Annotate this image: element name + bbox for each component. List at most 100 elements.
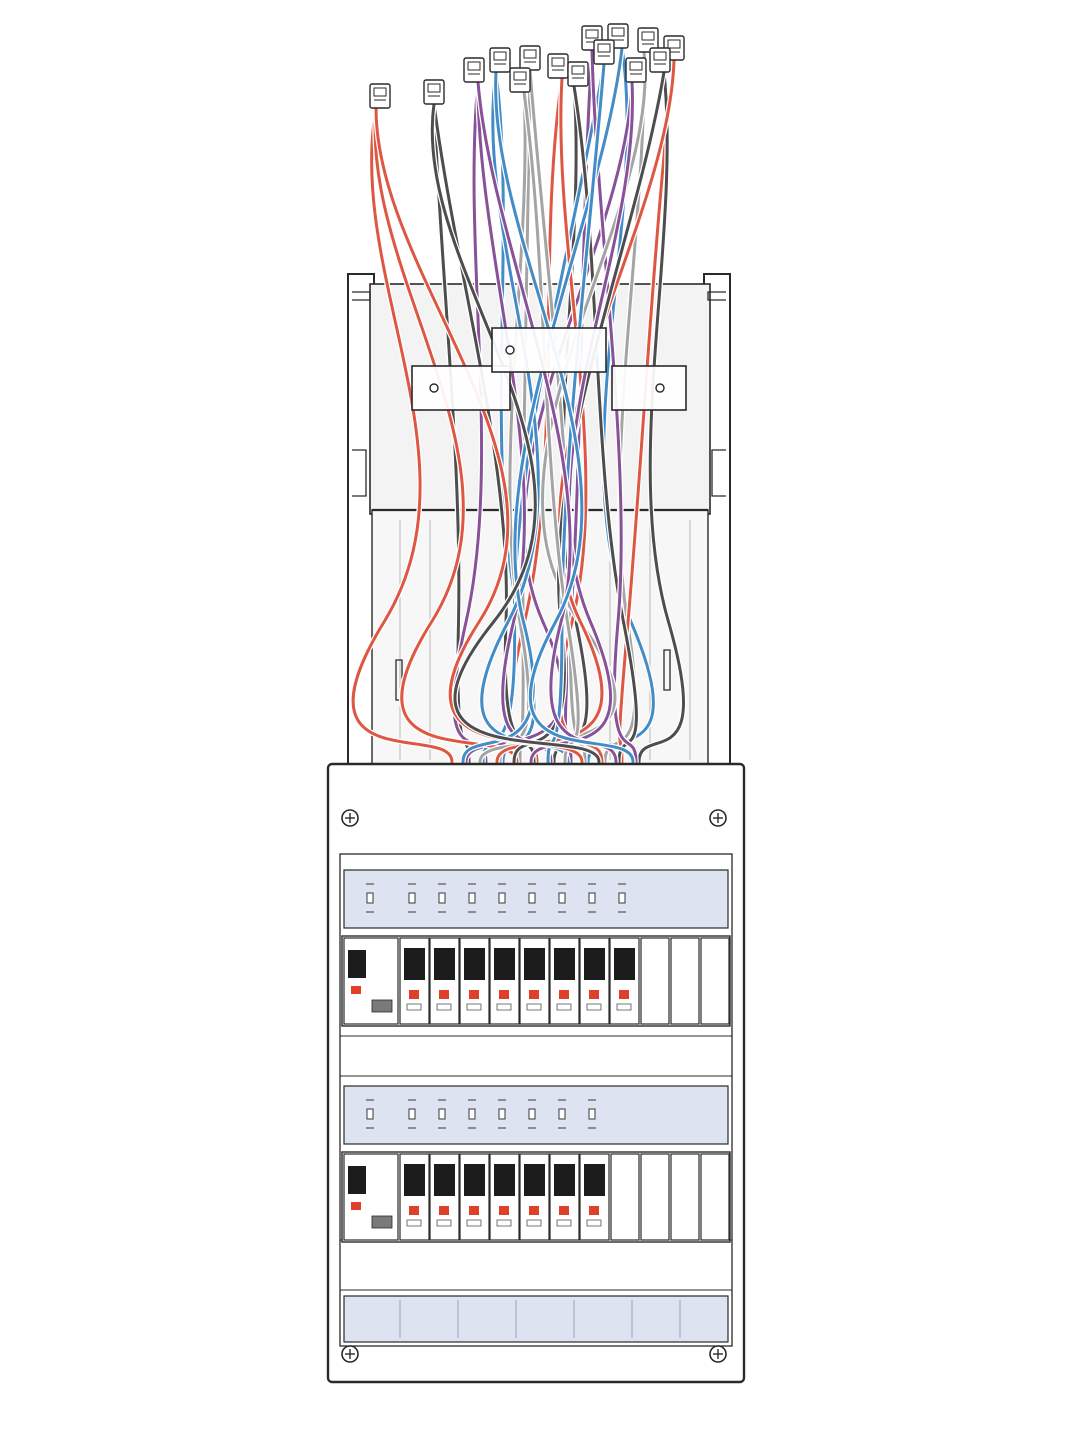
wire-connector: [547, 53, 569, 79]
main-switch-indicator: [351, 1202, 361, 1210]
breaker-indicator: [409, 1206, 419, 1215]
label-mark: [588, 1099, 596, 1129]
label-mark: [588, 883, 596, 913]
circuit-breaker: [459, 1153, 490, 1241]
blank-cover: [700, 1153, 730, 1241]
wire-connector: [369, 83, 391, 109]
circuit-breaker: [609, 937, 640, 1025]
bottom-label-strip: [343, 1295, 729, 1343]
wire-connector: [423, 79, 445, 105]
test-button: [371, 1215, 393, 1229]
circuit-breaker: [399, 1153, 430, 1241]
breaker-rows: [341, 869, 731, 1243]
breaker-indicator: [619, 990, 629, 999]
circuit-breaker: [399, 937, 430, 1025]
label-mark: [438, 883, 446, 913]
breaker-handle: [524, 1164, 545, 1196]
label-strip: [343, 869, 729, 929]
circuit-breaker: [519, 1153, 550, 1241]
breaker-indicator: [589, 990, 599, 999]
breaker-handle: [464, 948, 485, 980]
circuit-breaker: [519, 937, 550, 1025]
wire: [464, 80, 634, 764]
screw-top-left: [341, 809, 359, 827]
breaker-indicator: [499, 990, 509, 999]
main-switch-handle: [348, 1166, 366, 1194]
breaker-handle: [404, 1164, 425, 1196]
cable-clamp: [411, 365, 511, 411]
wire: [430, 102, 601, 764]
breaker-indicator: [499, 1206, 509, 1215]
label-mark: [468, 1099, 476, 1129]
circuit-breaker: [579, 937, 610, 1025]
panel-screws: [341, 809, 727, 1363]
wire-connectors: [369, 23, 685, 109]
circuit-breaker: [459, 937, 490, 1025]
label-mark: [408, 1099, 416, 1129]
main-switch: [343, 937, 399, 1025]
breaker-indicator: [559, 1206, 569, 1215]
breaker-indicator: [469, 990, 479, 999]
label-mark: [558, 883, 566, 913]
wire-connector: [637, 27, 659, 53]
circuit-breaker: [579, 1153, 610, 1241]
label-mark: [498, 1099, 506, 1129]
breaker-indicator: [439, 990, 449, 999]
breaker-handle: [404, 948, 425, 980]
label-mark: [468, 883, 476, 913]
blank-cover: [640, 937, 670, 1025]
label-mark: [408, 883, 416, 913]
wire-connector: [509, 67, 531, 93]
wire-connector: [489, 47, 511, 73]
screw-bottom-left: [341, 1345, 359, 1363]
breaker-handle: [584, 1164, 605, 1196]
cable-clamp: [491, 327, 607, 373]
breaker-handle: [554, 1164, 575, 1196]
wire: [529, 80, 634, 764]
wire-connector: [649, 47, 671, 73]
main-switch-indicator: [351, 986, 361, 994]
main-switch: [343, 1153, 399, 1241]
label-mark: [528, 1099, 536, 1129]
circuit-breaker: [549, 1153, 580, 1241]
label-mark: [528, 883, 536, 913]
breaker-indicator: [439, 1206, 449, 1215]
wire: [351, 106, 454, 764]
wire-connector: [593, 39, 615, 65]
main-switch-handle: [348, 950, 366, 978]
screw-bottom-right: [709, 1345, 727, 1363]
cable-clamps: [411, 327, 687, 411]
circuit-breaker: [429, 937, 460, 1025]
distribution-board: [326, 762, 746, 1384]
breaker-row-2: [341, 1085, 731, 1243]
blank-cover: [640, 1153, 670, 1241]
label-mark: [618, 883, 626, 913]
circuit-breaker: [429, 1153, 460, 1241]
circuit-breaker: [549, 937, 580, 1025]
label-mark: [438, 1099, 446, 1129]
wire-connector: [519, 45, 541, 71]
wire: [494, 70, 635, 764]
breaker-indicator: [469, 1206, 479, 1215]
breaker-handle: [584, 948, 605, 980]
screw-top-right: [709, 809, 727, 827]
wire-connector: [567, 61, 589, 87]
blank-cover: [670, 937, 700, 1025]
label-mark: [366, 1099, 374, 1129]
wire: [637, 70, 686, 764]
label-mark: [498, 883, 506, 913]
breaker-handle: [434, 1164, 455, 1196]
wire-connector: [625, 57, 647, 83]
breaker-indicator: [559, 990, 569, 999]
breaker-handle: [524, 948, 545, 980]
blank-cover: [610, 1153, 640, 1241]
wire: [618, 58, 676, 764]
breaker-indicator: [409, 990, 419, 999]
breaker-indicator: [529, 1206, 539, 1215]
wire-bundle: [350, 45, 687, 765]
label-mark: [558, 1099, 566, 1129]
breaker-handle: [464, 1164, 485, 1196]
wire: [590, 48, 638, 764]
breaker-handle: [434, 948, 455, 980]
